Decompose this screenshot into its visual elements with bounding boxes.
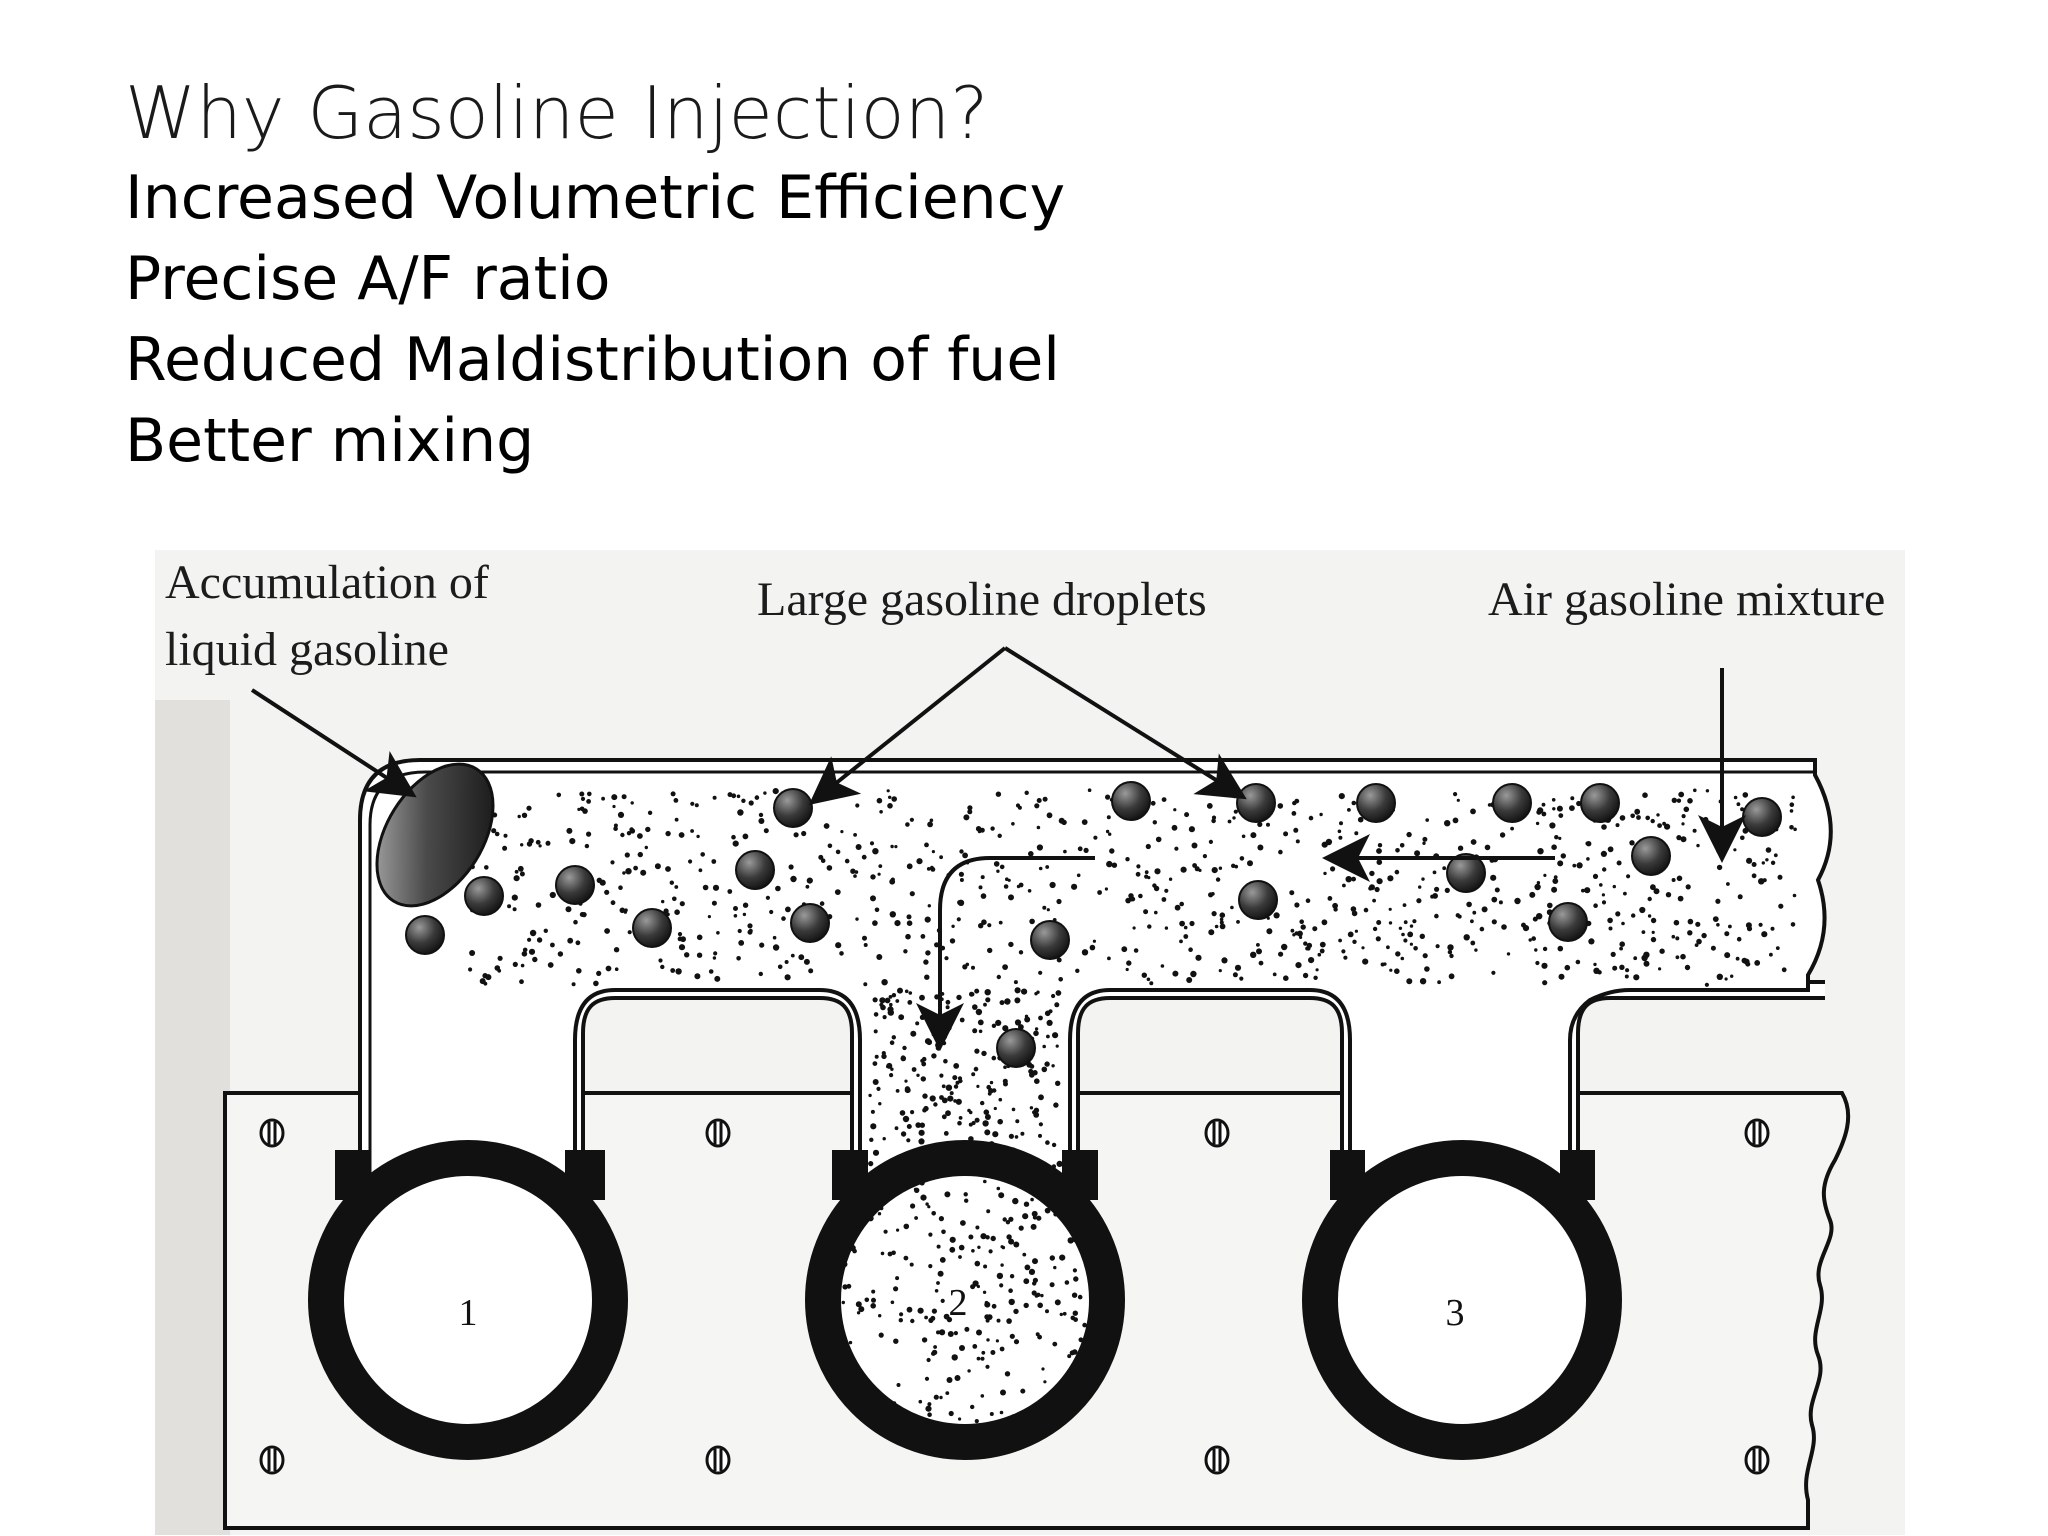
bolt-6 — [705, 1445, 731, 1475]
gasoline-droplet — [1742, 797, 1782, 837]
gasoline-droplet — [1030, 920, 1070, 960]
gasoline-droplet — [1238, 880, 1278, 920]
bolt-8 — [1744, 1445, 1770, 1475]
flow-arrow-into-port-2 — [916, 856, 1095, 1051]
gasoline-droplet — [1446, 853, 1486, 893]
bullet-better-mixing: Better mixing — [125, 406, 535, 476]
scan-margin-strip — [155, 700, 230, 1535]
bolt-1 — [259, 1118, 285, 1148]
gasoline-droplet — [632, 908, 672, 948]
gasoline-droplet — [1356, 783, 1396, 823]
cylinder-number-2: 2 — [949, 1282, 968, 1324]
gasoline-droplet — [464, 876, 504, 916]
slide-title: Why Gasoline Injection? — [125, 71, 989, 155]
gasoline-droplet — [996, 1028, 1036, 1068]
bolt-4 — [1744, 1118, 1770, 1148]
label-accumulation-line1: Accumulation of — [165, 556, 489, 609]
cylinder-number-3: 3 — [1446, 1292, 1465, 1334]
bolt-7 — [1204, 1445, 1230, 1475]
cylinder-number-1: 1 — [459, 1292, 478, 1334]
bolt-5 — [259, 1445, 285, 1475]
gasoline-droplet — [1548, 902, 1588, 942]
leader-lines — [250, 646, 1746, 863]
label-large-droplets: Large gasoline droplets — [757, 573, 1207, 626]
port-1-ring — [308, 1140, 628, 1460]
bullet-maldistribution: Reduced Maldistribution of fuel — [125, 325, 1060, 395]
flow-arrows — [916, 834, 1555, 1051]
large-gasoline-droplets — [405, 781, 1782, 1068]
gasoline-droplet — [405, 915, 445, 955]
label-accumulation-line2: liquid gasoline — [165, 623, 449, 676]
port-rings — [308, 1140, 1622, 1460]
liquid-gasoline-puddle — [375, 762, 495, 908]
mounting-bolts — [259, 1118, 1770, 1475]
gasoline-droplet — [1580, 783, 1620, 823]
gasoline-droplet — [773, 788, 813, 828]
gasoline-droplet — [790, 903, 830, 943]
bolt-3 — [1204, 1118, 1230, 1148]
bullet-volumetric-efficiency: Increased Volumetric Efficiency — [125, 163, 1066, 233]
bolt-2 — [705, 1118, 731, 1148]
gasoline-droplet — [1236, 783, 1276, 823]
gasoline-droplet — [735, 850, 775, 890]
bullet-list: Increased Volumetric Efficiency Precise … — [125, 158, 1065, 482]
gasoline-droplet — [555, 865, 595, 905]
gasoline-droplet — [1631, 836, 1671, 876]
gasoline-droplet — [1111, 781, 1151, 821]
bullet-af-ratio: Precise A/F ratio — [125, 244, 611, 314]
port-2-ring — [805, 1140, 1125, 1460]
label-air-gasoline-mixture: Air gasoline mixture — [1488, 573, 1885, 626]
gasoline-droplet — [1492, 783, 1532, 823]
port-3-ring — [1302, 1140, 1622, 1460]
